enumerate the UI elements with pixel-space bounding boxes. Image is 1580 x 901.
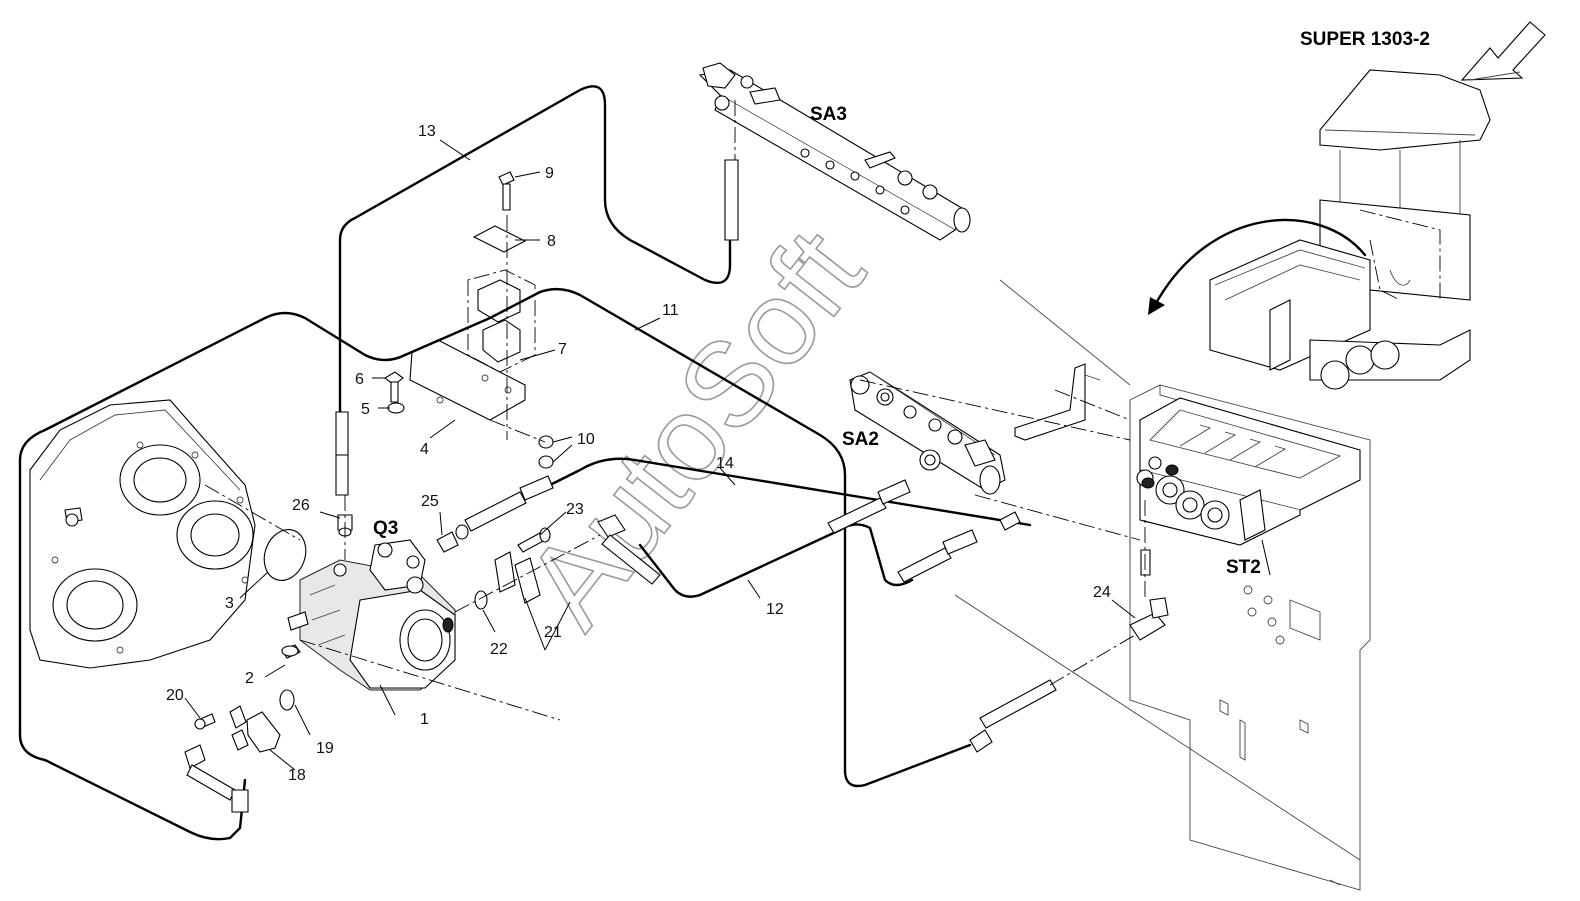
part-label-25: 25 (421, 493, 439, 510)
part-label-3: 3 (225, 595, 234, 612)
hose-14 (538, 457, 1032, 527)
frame-panel (954, 384, 1371, 891)
part-label-7: 7 (558, 341, 567, 358)
tag-q3: Q3 (373, 518, 398, 539)
part-label-2: 2 (245, 670, 254, 687)
hose-11 (18, 287, 972, 788)
part-label-4: 4 (420, 441, 429, 458)
part-label-12: 12 (766, 601, 784, 618)
part-label-14: 14 (716, 455, 734, 472)
watermark: AutoSoft (499, 205, 890, 652)
hose-12 (638, 523, 914, 598)
part-label-11: 11 (662, 302, 679, 319)
part-label-22: 22 (490, 641, 508, 658)
part-label-18: 18 (288, 767, 306, 784)
part-label-23: 23 (566, 501, 584, 518)
part-label-5: 5 (361, 401, 370, 418)
part-label-24: 24 (1093, 584, 1111, 601)
part-label-9: 9 (545, 165, 554, 182)
hoses (18, 85, 1169, 841)
component-tags: SA3 SA2 Q3 ST2 SUPER 1303-2 (373, 29, 1430, 578)
tag-sa3: SA3 (810, 104, 847, 125)
manifold-sa3 (698, 62, 971, 241)
pump-q3 (287, 539, 456, 691)
part-label-13: 13 (418, 123, 436, 140)
part-label-19: 19 (316, 740, 334, 757)
leader-lines (184, 139, 1271, 771)
part-label-21: 21 (544, 624, 562, 641)
model-title: SUPER 1303-2 (1300, 29, 1430, 50)
gearbox-housing (29, 399, 256, 669)
view-direction-arrow (1460, 21, 1546, 81)
tag-st2: ST2 (1226, 557, 1261, 578)
mounting-bracket (1014, 363, 1101, 441)
o-ring-3 (263, 529, 307, 581)
part-label-1: 1 (420, 711, 429, 728)
manifold-sa2 (849, 371, 1006, 495)
part-labels: 1 2 3 4 5 6 7 8 9 10 11 12 13 14 18 19 2… (166, 123, 1111, 784)
part-label-26: 26 (292, 497, 310, 514)
tag-sa2: SA2 (842, 429, 879, 450)
part-label-8: 8 (547, 233, 556, 250)
part-label-20: 20 (166, 687, 184, 704)
paver-machine-illustration (1148, 69, 1491, 390)
hose-13 (338, 85, 732, 414)
part-label-6: 6 (355, 371, 364, 388)
watermark-text: AutoSoft (500, 206, 889, 651)
part-label-10: 10 (577, 431, 595, 448)
center-lines (204, 100, 1146, 721)
fittings (194, 171, 554, 753)
